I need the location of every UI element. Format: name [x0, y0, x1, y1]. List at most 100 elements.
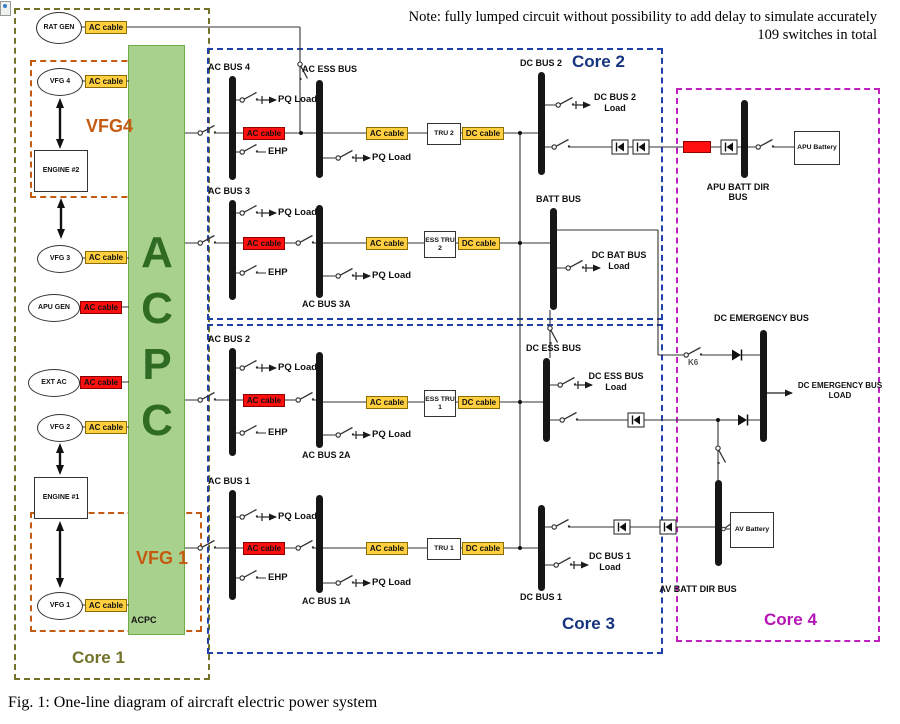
engine1-label: ENGINE #1 [42, 494, 80, 502]
vfg2-label: VFG 2 [49, 424, 71, 432]
core4-frame [676, 88, 880, 642]
core4-label: Core 4 [764, 610, 817, 629]
switch-icon [239, 204, 259, 216]
apu-battery-label: APU Battery [797, 144, 837, 152]
ac-bus2a-label: AC BUS 2A [302, 450, 351, 460]
ess-tru1-label: ESS TRU 1 [425, 396, 455, 411]
core1-wires [78, 26, 301, 606]
apu-battery-box: APU Battery [794, 131, 840, 165]
figure-caption: Fig. 1: One-line diagram of aircraft ele… [8, 694, 378, 711]
rat-gen: RAT GEN [36, 12, 82, 44]
engine2-label: ENGINE #2 [42, 167, 80, 175]
ac-cable-tag: AC cable [85, 75, 127, 88]
diode-icon [627, 412, 645, 428]
switch-icon [557, 376, 577, 388]
switch-icon [335, 574, 355, 586]
ac-bus2-label: AC BUS 2 [208, 334, 251, 344]
pq-load-label: PQ Load [372, 577, 412, 588]
vfg1-group-frame [30, 512, 202, 632]
pq-load-label: PQ Load [372, 152, 412, 163]
ehp-load-label: EHP [268, 146, 288, 157]
pq-load-label: PQ Load [278, 94, 318, 105]
switch-icon [197, 124, 217, 136]
rat-gen-label: RAT GEN [43, 24, 75, 32]
dc-emergency-bus-label: DC EMERGENCY BUS [714, 313, 809, 323]
ac-bus1-label: AC BUS 1 [208, 476, 251, 486]
switch-icon [715, 445, 727, 465]
dc-ess-bus-load-label: DC ESS BUS Load [588, 371, 644, 393]
dc-bus2-label: DC BUS 2 [520, 58, 563, 68]
core2-frame [207, 48, 663, 320]
dc-cable-tag: DC cable [458, 237, 500, 250]
dc-cable-tag: DC cable [462, 542, 504, 555]
note-line1: Note: fully lumped circuit without possi… [408, 9, 877, 25]
ac-bus2a-bar [316, 352, 323, 448]
switch-icon [555, 96, 575, 108]
diode-icon [611, 139, 629, 155]
diode-icon [632, 139, 650, 155]
pq-load-label: PQ Load [372, 270, 412, 281]
switch-icon [565, 259, 585, 271]
ac-bus4-bar [229, 76, 236, 180]
core3-label: Core 3 [562, 614, 615, 633]
apu-batt-dir-bus-bar [741, 100, 748, 178]
switch-icon [239, 264, 259, 276]
ac-cable-tag-red: AC cable [243, 542, 285, 555]
dc-cable-tag: DC cable [458, 396, 500, 409]
ac-cable-tag: AC cable [85, 21, 127, 34]
pq-load-label: PQ Load [278, 362, 318, 373]
switch-icon [197, 234, 217, 246]
ess-tru2-label: ESS TRU 2 [425, 237, 455, 252]
vfg4-label: VFG 4 [49, 78, 71, 86]
ac-bus3a-bar [316, 205, 323, 298]
switch-icon [239, 508, 259, 520]
tru1-label: TRU 1 [434, 545, 454, 553]
ac-cable-tag: AC cable [366, 237, 408, 250]
switch-icon [239, 143, 259, 155]
vfg3-gen: VFG 3 [37, 245, 83, 273]
switch-icon [295, 391, 315, 403]
note-text: Note: fully lumped circuit without possi… [340, 8, 877, 44]
switch-icon [197, 539, 217, 551]
switch-icon [239, 424, 259, 436]
switch-icon [721, 526, 726, 532]
core1-frame [14, 8, 210, 680]
av-batt-dir-bus-label: AV BATT DIR BUS [659, 584, 737, 594]
batt-bus-bar [550, 208, 557, 310]
vfg2-gen: VFG 2 [37, 414, 83, 442]
ac-bus1a-label: AC BUS 1A [302, 596, 351, 606]
engine-link-arrows [56, 98, 65, 588]
dc-bus2-load-label: DC BUS 2 Load [593, 92, 636, 114]
switch-icon [239, 91, 259, 103]
ess-tru1-box: ESS TRU 1 [424, 390, 456, 417]
vfg4-gen: VFG 4 [37, 68, 83, 96]
core4-wires [658, 354, 760, 530]
vfg4-group-label: VFG4 [86, 116, 134, 136]
bus-bars [229, 72, 767, 600]
dc-bus2-bar [538, 72, 545, 175]
switch-icon [197, 391, 217, 403]
vfg3-label: VFG 3 [49, 255, 71, 263]
ac-ess-bus-bar [316, 80, 323, 178]
dc-bus1-load-label: DC BUS 1 Load [588, 551, 631, 573]
pq-load-label: PQ Load [372, 429, 412, 440]
vfg1-gen: VFG 1 [37, 592, 83, 620]
ehp-load-label: EHP [268, 427, 288, 438]
ac-ess-bus-label: AC ESS BUS [302, 64, 358, 74]
image-placeholder-icon [0, 1, 11, 16]
switch-icon [295, 234, 315, 246]
ext-ac-label: EXT AC [41, 379, 67, 387]
av-battery-box: AV Battery [730, 512, 774, 548]
ac-bus3-bar [229, 200, 236, 300]
ac-cable-tag-red: AC cable [80, 301, 122, 314]
ac-bus3-label: AC BUS 3 [208, 186, 251, 196]
dc-emergency-bus-bar [760, 330, 767, 442]
diode-icon [737, 413, 749, 427]
switch-icon [239, 359, 259, 371]
vfg1-group-label: VFG 1 [136, 548, 189, 568]
switch-icon [335, 426, 355, 438]
ac-cable-tag-red: AC cable [243, 394, 285, 407]
switch-icon [335, 267, 355, 279]
engine1-box: ENGINE #1 [34, 477, 88, 519]
